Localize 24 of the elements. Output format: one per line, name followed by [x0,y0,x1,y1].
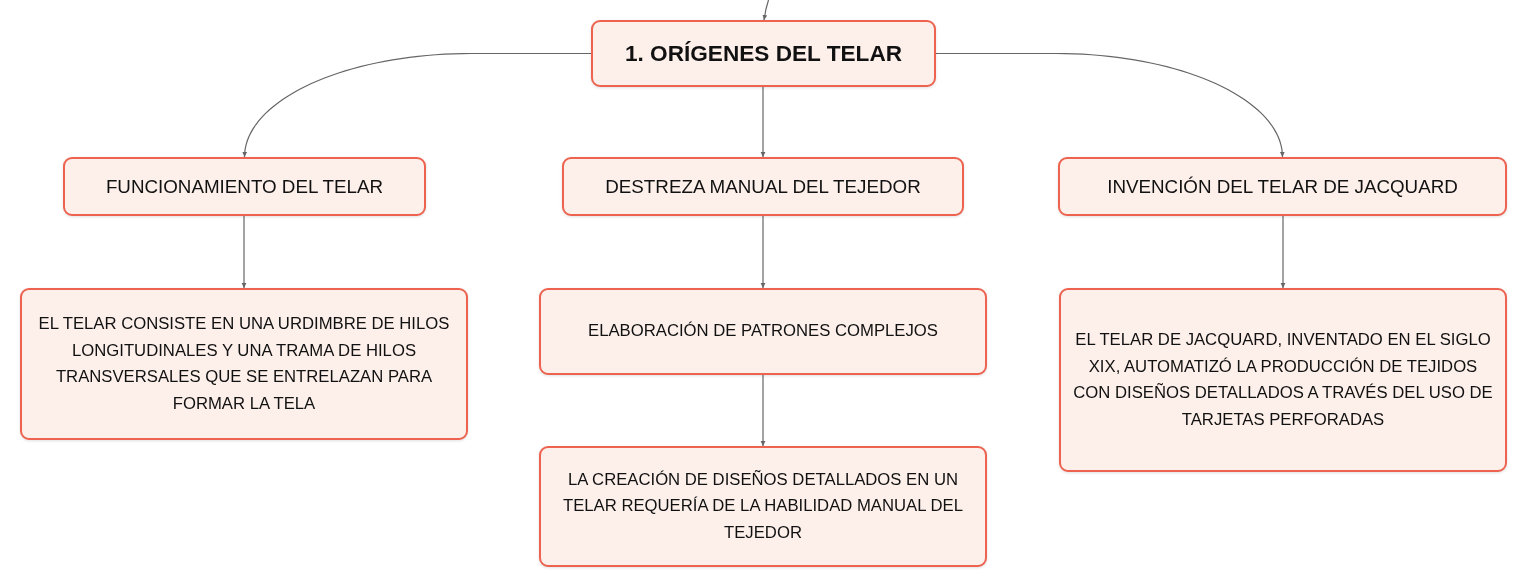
topic-box [63,157,426,216]
connector-arrow [935,52,1285,158]
connector-arrow [241,215,247,289]
detail-text: EL TELAR CONSISTE EN UNA URDIMBRE DE HILOS LONGITUDINALES Y UNA TRAMA DE HILOS TRANSVERSALES QUE SE ENTRELAZAN PARA FORMAR LA TELA [37,313,451,415]
title-box [591,20,936,87]
detail-box [539,288,987,375]
connector-arrow [1280,215,1286,289]
topic-label: DESTREZA MANUAL DEL TEJEDOR [605,175,921,198]
detail-box [539,446,987,567]
detail-text: EL TELAR DE JACQUARD, INVENTADO EN EL SIGLO XIX, AUTOMATIZÓ LA PRODUCCIÓN DE TEJIDOS CON DISEÑOS DETALLADOS A TRAVÉS DEL USO DE TARJETAS PERFORADAS [1072,329,1494,431]
topic-label: INVENCIÓN DEL TELAR DE JACQUARD [1107,175,1458,198]
connector-arrow [760,86,766,158]
connector-arrow [760,215,766,289]
topic-box [562,157,964,216]
connector-arrow [762,0,770,21]
connector-arrow [242,52,592,158]
detail-text: LA CREACIÓN DE DISEÑOS DETALLADOS EN UN TELAR REQUERÍA DE LA HABILIDAD MANUAL DEL TEJEDOR [562,468,964,544]
detail-box [20,288,468,440]
detail-text: ELABORACIÓN DE PATRONES COMPLEJOS [588,320,938,343]
topic-box [1058,157,1507,216]
title-text: 1. ORÍGENES DEL TELAR [625,40,902,67]
detail-box [1059,288,1507,472]
connector-arrow [760,374,766,447]
topic-label: FUNCIONAMIENTO DEL TELAR [105,175,384,198]
